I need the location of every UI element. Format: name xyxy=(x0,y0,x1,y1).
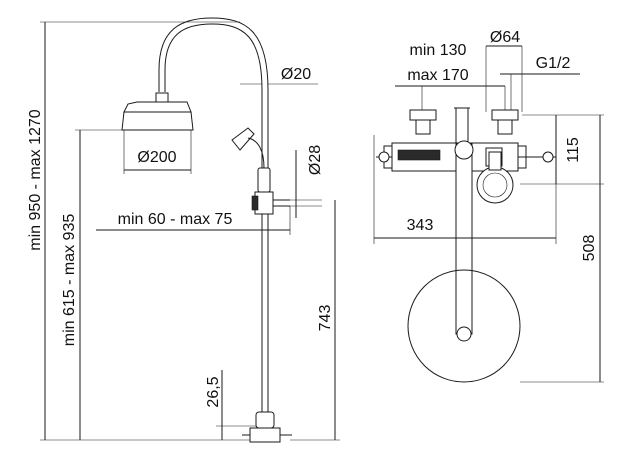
holder-diameter-label: Ø28 xyxy=(307,145,324,175)
hand-shower-top-view xyxy=(476,166,514,204)
mixer-height-label: 115 xyxy=(565,137,582,163)
inlet-right xyxy=(497,119,513,135)
bottom-valve-base xyxy=(249,427,281,443)
head-neck xyxy=(123,101,192,113)
gooseneck-inner xyxy=(164,23,263,92)
spacing-max-label: max 170 xyxy=(407,67,468,84)
hand-shower-stem xyxy=(488,151,502,171)
thread-label: G1/2 xyxy=(536,55,571,72)
bottom-valve-body xyxy=(255,411,275,429)
handle-left-hub xyxy=(378,151,390,163)
hand-shower-inner xyxy=(482,172,508,198)
right-view: min 130 max 170 Ø64 G1/2 xyxy=(373,29,604,383)
riser-top-view xyxy=(455,143,473,335)
pipe-diameter-label: Ø20 xyxy=(281,66,311,83)
mixer-thread xyxy=(397,149,441,161)
gooseneck-outer xyxy=(158,17,269,92)
handle-right-hub xyxy=(542,151,554,163)
head-diameter-label: Ø200 xyxy=(137,149,176,166)
flange-diameter-label: Ø64 xyxy=(490,29,520,46)
left-view: min 950 - max 1270 min 615 - max 935 Ø20… xyxy=(27,17,340,443)
inlet-left xyxy=(415,119,431,135)
shower-head xyxy=(121,111,194,131)
depth-label: 508 xyxy=(581,235,598,262)
hand-shower-hose xyxy=(247,137,265,169)
flange-left xyxy=(409,109,437,121)
total-height-label: min 950 - max 1270 xyxy=(27,109,44,251)
valve-height-label: 743 xyxy=(317,305,334,332)
hand-shower-head xyxy=(231,127,255,151)
round-shower-head xyxy=(407,269,521,383)
riser-end xyxy=(456,326,472,342)
spacing-min-label: min 130 xyxy=(410,42,467,59)
width-label: 343 xyxy=(407,217,434,234)
offset-label: min 60 - max 75 xyxy=(118,211,233,228)
arm-height-label: min 615 - max 935 xyxy=(61,214,78,347)
inlet-height-label: 26,5 xyxy=(205,376,222,407)
hand-shower-holder xyxy=(257,167,271,193)
bracket-knob xyxy=(251,195,259,211)
flange-right xyxy=(491,109,519,121)
riser-collar xyxy=(454,140,474,160)
head-connector xyxy=(155,92,169,103)
diverter-stem xyxy=(455,107,469,145)
